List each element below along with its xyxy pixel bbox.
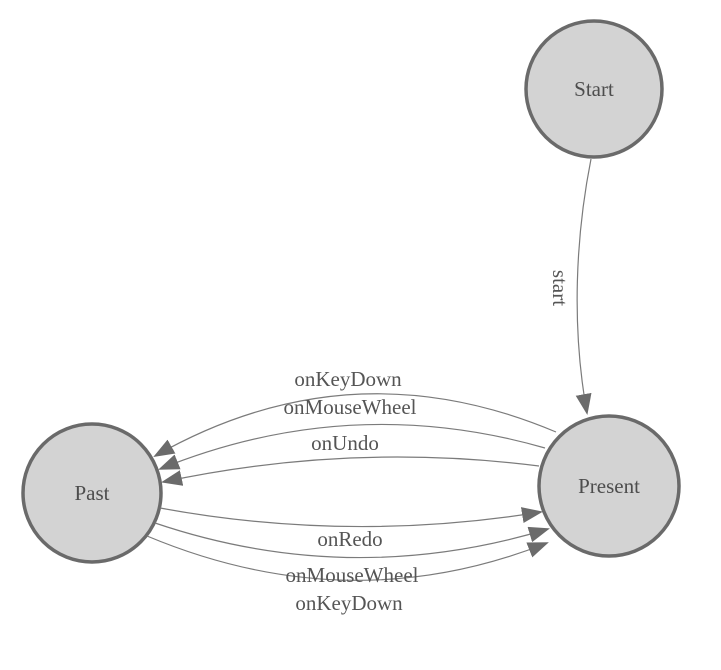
- edge-past-to-present-onredo[interactable]: [159, 507, 543, 528]
- state-node-start-circle[interactable]: [524, 19, 664, 159]
- edge-past-to-present-onmousewheel[interactable]: [154, 522, 550, 559]
- edge-label-onmousewheel-bottom: onMouseWheel: [286, 563, 419, 587]
- edge-label-start: start: [548, 270, 572, 306]
- edge-label-onkeydown-bottom: onKeyDown: [295, 591, 403, 615]
- edge-past-to-present-onkeydown[interactable]: [146, 535, 549, 581]
- state-node-start[interactable]: Start: [524, 19, 664, 159]
- state-node-past-label: Past: [74, 481, 109, 505]
- edge-label-onkeydown-top: onKeyDown: [294, 367, 402, 391]
- state-node-present[interactable]: Present: [537, 414, 681, 558]
- state-node-start-label: Start: [574, 77, 614, 101]
- edge-present-to-past-onmousewheel[interactable]: [158, 423, 546, 470]
- edge-label-onredo: onRedo: [317, 527, 382, 551]
- edge-start-to-present[interactable]: [575, 158, 592, 415]
- edge-label-onundo: onUndo: [311, 431, 379, 455]
- state-node-past-circle[interactable]: [21, 422, 163, 564]
- edge-present-to-past-onkeydown[interactable]: [153, 393, 557, 457]
- state-node-present-label: Present: [578, 474, 640, 498]
- state-node-past[interactable]: Past: [21, 422, 163, 564]
- edge-present-to-past-onundo[interactable]: [161, 456, 540, 486]
- edge-label-onmousewheel-top: onMouseWheel: [284, 395, 417, 419]
- state-node-present-circle[interactable]: [537, 414, 681, 558]
